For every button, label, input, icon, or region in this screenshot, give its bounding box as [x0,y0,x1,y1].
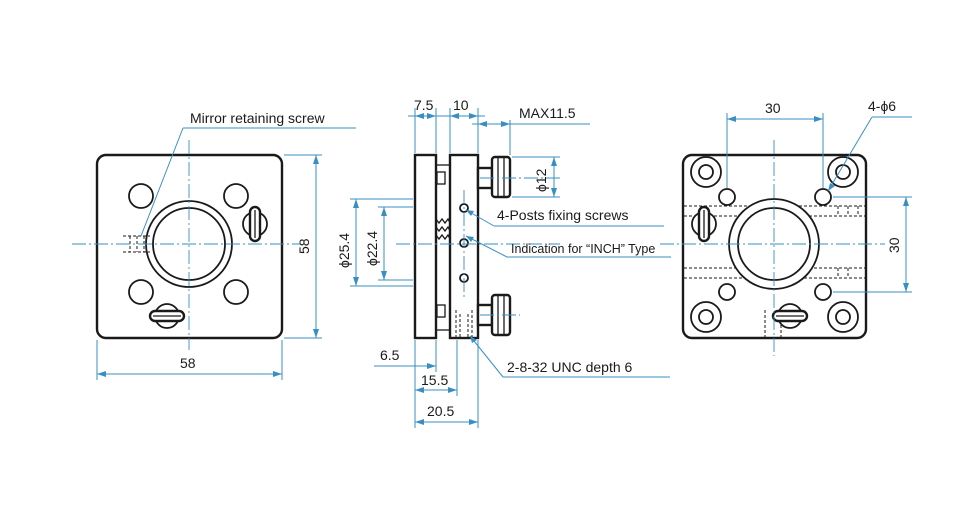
label-indication-inch: Indication for “INCH” Type [511,242,655,256]
rear-knob-bottom [771,303,809,329]
label-holes-4: 4-ϕ6 [868,98,896,114]
side-view: 7.5 10 MAX11.5 ϕ12 ϕ25.4 ϕ22.4 6.5 [336,97,671,428]
front-hole-tr [223,183,249,209]
front-hole-tl [128,183,154,209]
dim-side-knob-dia: ϕ12 [533,168,549,192]
dim-rear-width: 30 [765,100,781,116]
dim-side-7-5: 7.5 [414,97,434,113]
rear-small-hole-3 [718,283,736,301]
front-view: Mirror retaining screw 58 58 [72,110,356,380]
label-posts-fixing-screws: 4-Posts fixing screws [497,207,628,223]
rear-hole-tr [827,156,859,188]
front-knob-right [242,205,268,243]
dim-front-width: 58 [180,355,196,371]
dim-side-10: 10 [453,97,469,113]
front-knob-bottom [148,303,186,329]
dim-side-15-5: 15.5 [421,372,448,388]
dim-front-height: 58 [296,238,312,254]
dim-side-outer-dia: ϕ25.4 [336,233,352,268]
front-hole-bl [128,279,154,305]
side-knob-top [476,155,512,199]
side-springs [435,164,451,331]
front-hole-br [223,279,249,305]
rear-hole-bl [690,301,722,333]
rear-small-hole-4 [814,283,832,301]
side-unc-hidden [455,310,473,338]
dim-rear-height: 30 [886,237,902,253]
rear-hole-tl [690,156,722,188]
dim-side-20-5: 20.5 [427,403,454,419]
side-front-plate [413,153,438,340]
rear-small-hole-1 [718,188,736,206]
rear-small-hole-2 [814,188,832,206]
label-mirror-retaining-screw: Mirror retaining screw [190,110,325,126]
dim-side-inner-dia: ϕ22.4 [364,231,380,266]
rear-view: 30 30 4-ϕ6 [660,98,912,356]
dim-side-max: MAX11.5 [519,105,576,121]
label-unc-thread: 2-8-32 UNC depth 6 [507,359,633,375]
rear-hole-br [827,301,859,333]
dim-side-6-5: 6.5 [380,347,400,363]
rear-knob-left [691,205,717,243]
